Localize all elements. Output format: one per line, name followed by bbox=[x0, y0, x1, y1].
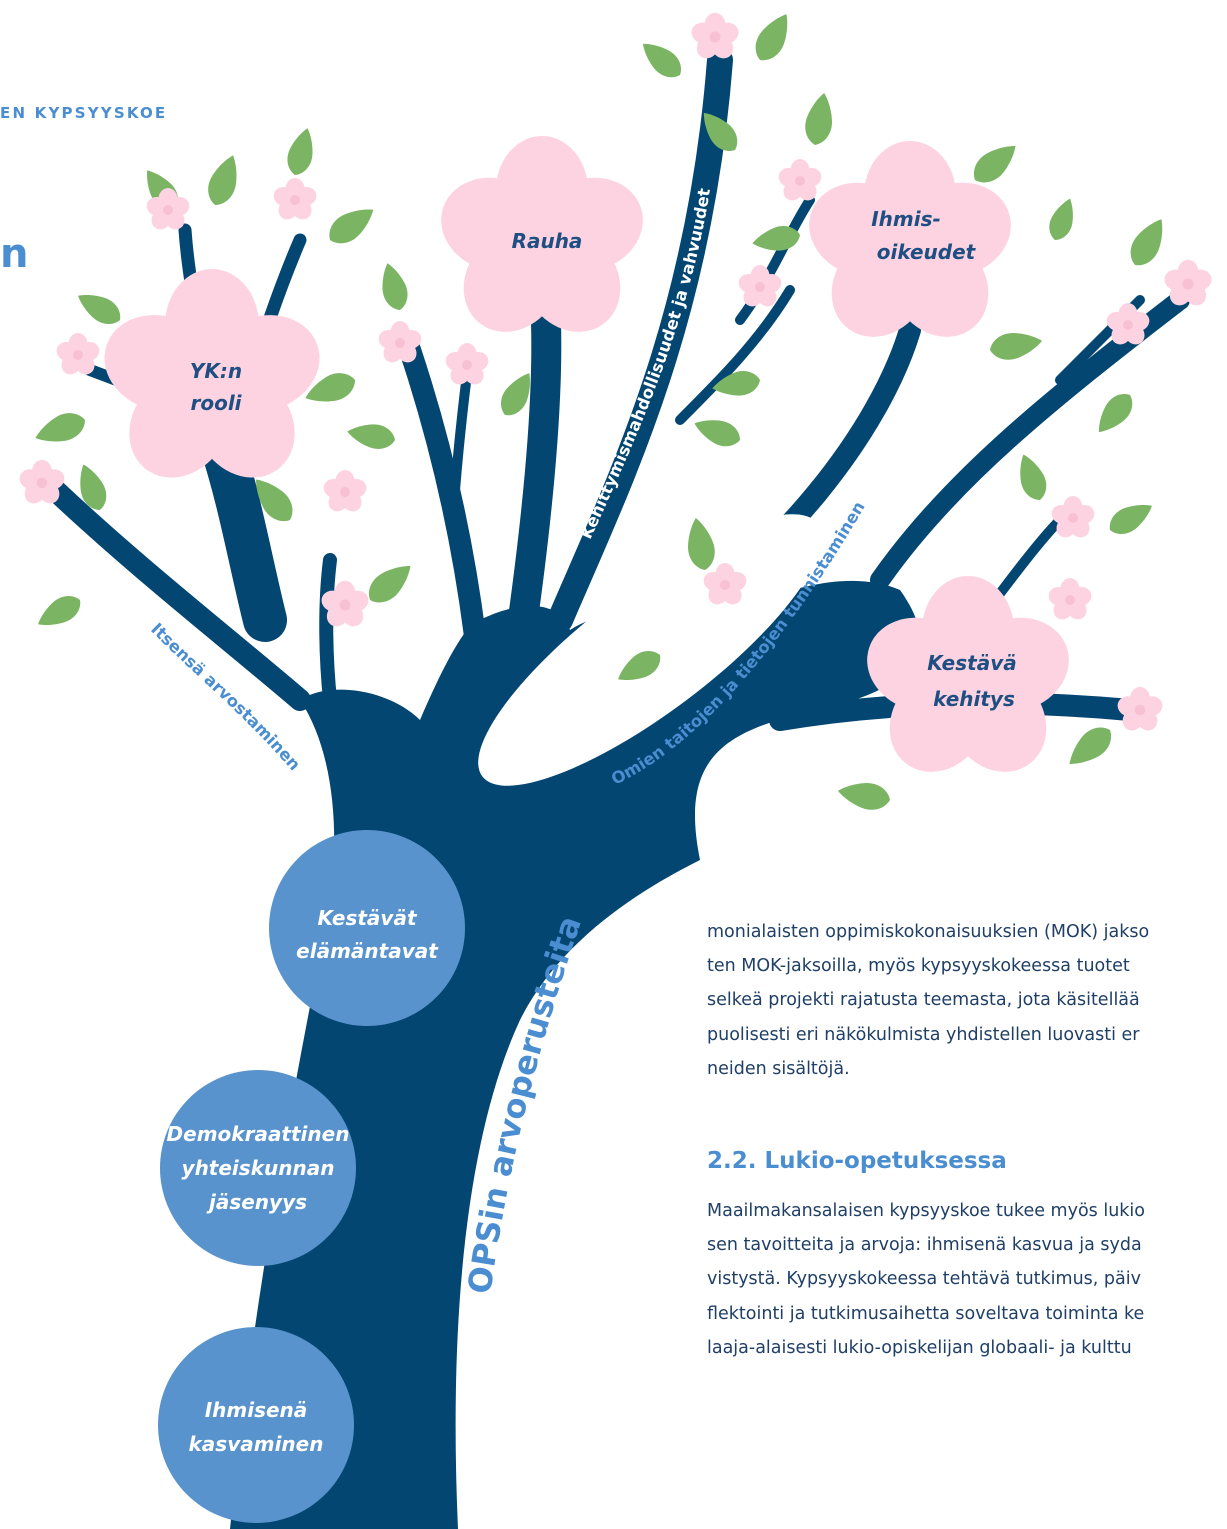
blossom-label-ihmisoikeudet-1: Ihmis- bbox=[871, 207, 941, 231]
paragraph-line: sen tavoitteita ja arvoja: ihmisenä kasv… bbox=[707, 1235, 1142, 1256]
blossom-label-ihmisoikeudet-2: oikeudet bbox=[877, 240, 977, 264]
leaf-icon bbox=[1103, 495, 1158, 541]
paragraph-line: flektointi ja tutkimusaihetta soveltava … bbox=[707, 1303, 1145, 1324]
blossom-group bbox=[104, 136, 1069, 772]
leaf-icon bbox=[835, 777, 893, 813]
leaf-icon bbox=[1012, 450, 1052, 505]
leaf-icon bbox=[1044, 194, 1081, 244]
leaf-icon bbox=[283, 125, 320, 179]
paragraph-line: ten MOK-jaksoilla, myös kypsyyskokeessa … bbox=[707, 956, 1130, 977]
leaf-icon bbox=[690, 412, 745, 452]
leaf-icon bbox=[748, 7, 798, 67]
flower-icon bbox=[321, 470, 369, 516]
circle-label-kestavat-2: elämäntavat bbox=[296, 939, 439, 963]
leaf-icon bbox=[375, 260, 412, 314]
paragraph-line: neiden sisältöjä. bbox=[707, 1058, 850, 1079]
leaf-icon bbox=[1089, 387, 1140, 440]
leaf-icon bbox=[72, 285, 127, 331]
leaf-icon bbox=[635, 34, 688, 85]
circle-label-kestavat-1: Kestävät bbox=[317, 906, 417, 930]
circle-label-ihmisena-1: Ihmisenä bbox=[205, 1398, 308, 1422]
blossom-label-yk-1: YK:n bbox=[190, 359, 242, 383]
running-header: EN KYPSYYSKOE bbox=[0, 104, 168, 122]
circle-label-demokraattinen-2: yhteiskunnan bbox=[182, 1156, 335, 1180]
leaf-icon bbox=[30, 407, 90, 451]
paragraph-mok: monialaisten oppimiskokonaisuuksien (MOK… bbox=[707, 915, 1227, 1086]
leaf-icon bbox=[987, 327, 1045, 363]
blossom-ihmisoikeudet bbox=[809, 141, 1011, 337]
flower-icon bbox=[1049, 496, 1097, 542]
section-heading: 2.2. Lukio-opetuksessa bbox=[707, 1148, 1007, 1174]
flower-icon bbox=[1046, 578, 1094, 624]
value-circle-kestavat: Kestävät elämäntavat bbox=[269, 830, 465, 1026]
leaf-icon bbox=[32, 589, 87, 635]
paragraph-line: puolisesti eri näkökulmista yhdistellen … bbox=[707, 1024, 1140, 1045]
circle-label-demokraattinen-3: jäsenyys bbox=[206, 1190, 307, 1214]
leaf-icon bbox=[710, 368, 763, 401]
blossom-label-yk-2: rooli bbox=[190, 391, 242, 415]
blossom-rauha bbox=[441, 136, 643, 332]
leaf-icon bbox=[966, 135, 1024, 191]
leaf-icon bbox=[345, 419, 398, 452]
paragraph-line: Maailmakansalaisen kypsyyskoe tukee myös… bbox=[707, 1201, 1145, 1221]
leaf-icon bbox=[802, 90, 838, 148]
blossom-label-kestava-2: kehitys bbox=[933, 687, 1015, 711]
paragraph-line: vistystä. Kypsyyskokeessa tehtävä tutkim… bbox=[707, 1269, 1141, 1290]
circle-label-demokraattinen-1: Demokraattinen bbox=[167, 1122, 350, 1146]
leaf-icon bbox=[322, 198, 381, 251]
leaf-icon bbox=[361, 555, 419, 611]
value-circle-ihmisena: Ihmisenä kasvaminen bbox=[158, 1327, 354, 1523]
value-circle-demokraattinen: Demokraattinen yhteiskunnan jäsenyys bbox=[160, 1070, 356, 1266]
blossom-label-rauha: Rauha bbox=[512, 229, 583, 253]
circle-label-ihmisena-2: kasvaminen bbox=[189, 1432, 324, 1456]
tree-trunk bbox=[230, 580, 921, 1529]
paragraph-line: laaja-alaisesti lukio-opiskelijan globaa… bbox=[707, 1337, 1132, 1358]
flower-icon bbox=[776, 159, 824, 205]
leaf-icon bbox=[1061, 719, 1119, 775]
flower-icon bbox=[271, 178, 319, 224]
paragraph-lukio: Maailmakansalaisen kypsyyskoe tukee myös… bbox=[707, 1194, 1227, 1365]
paragraph-line: selkeä projekti rajatusta teemasta, jota… bbox=[707, 990, 1140, 1011]
paragraph-line: monialaisten oppimiskokonaisuuksien (MOK… bbox=[707, 922, 1150, 942]
blossom-kestava bbox=[867, 576, 1069, 772]
blossom-label-kestava-1: Kestävä bbox=[927, 651, 1016, 675]
blossom-yk bbox=[104, 269, 320, 478]
flower-icon bbox=[1114, 686, 1166, 735]
leaf-icon bbox=[1123, 212, 1173, 272]
leaf-icon bbox=[202, 150, 246, 210]
cropped-title-fragment: n bbox=[0, 231, 29, 277]
